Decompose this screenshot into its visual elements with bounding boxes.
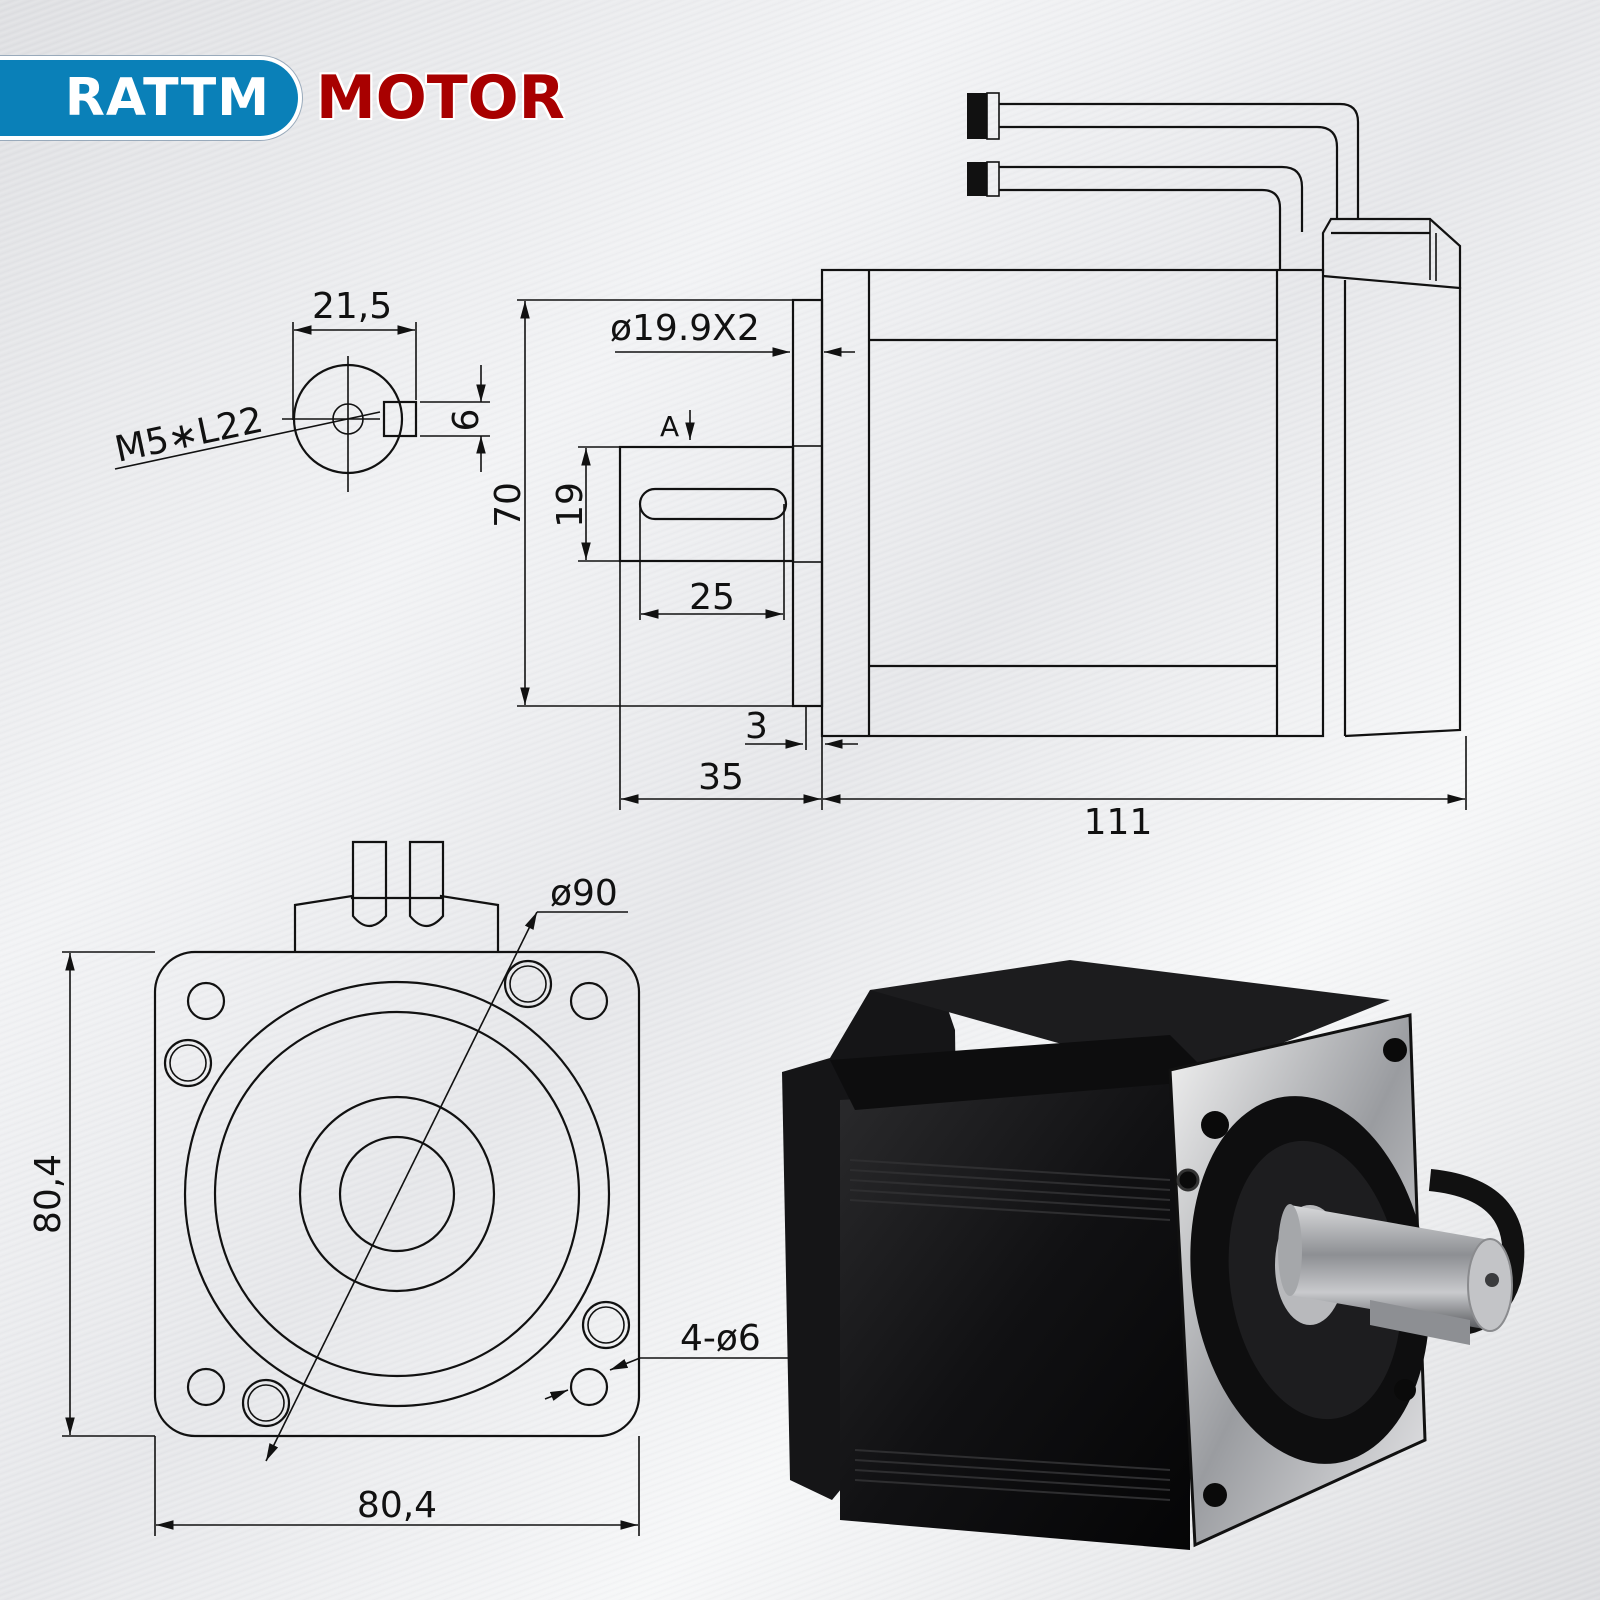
front-height-label: 80,4 <box>28 1154 69 1234</box>
thread-label: M5∗L22 <box>111 400 266 471</box>
key-width-label: 6 <box>446 409 487 432</box>
brand-logo: RATTM MOTOR <box>0 52 565 144</box>
motor-product-photo <box>782 960 1525 1550</box>
brand-suffix: MOTOR <box>316 63 565 133</box>
shaft-section-view: 21,5 6 M5∗L22 <box>111 286 490 492</box>
shaft-width-label: 21,5 <box>312 286 392 327</box>
side-view: 70 19 25 ø19.9X2 A 3 35 111 <box>488 92 1467 843</box>
section-marker-label: A <box>660 410 679 443</box>
mounting-holes-label: 4-ø6 <box>680 1318 761 1359</box>
key-length-label: 25 <box>689 577 735 618</box>
body-length-label: 111 <box>1084 802 1153 843</box>
pilot-diameter-label: ø19.9X2 <box>610 308 760 349</box>
connector-2-icon <box>967 161 1000 197</box>
brand-name: RATTM <box>64 68 270 128</box>
flange-height-label: 70 <box>488 482 529 528</box>
key-width-label-side: 19 <box>550 482 591 528</box>
front-view: ø90 4-ø6 80,4 80,4 <box>28 840 790 1536</box>
shaft-length-label: 35 <box>698 757 744 798</box>
bolt-circle-label: ø90 <box>550 873 618 914</box>
pilot-depth-label: 3 <box>745 706 768 747</box>
front-width-label: 80,4 <box>357 1485 437 1526</box>
connector-1-icon <box>967 92 1000 140</box>
brand-badge: RATTM <box>0 56 302 140</box>
